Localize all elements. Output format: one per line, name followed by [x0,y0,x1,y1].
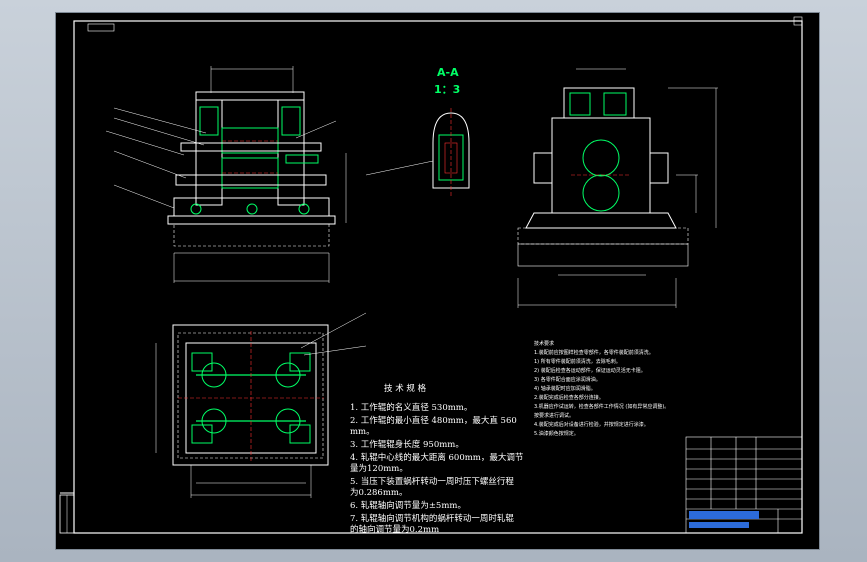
note-line: 1) 所有零件装配前须清洗，去除毛刺。 [534,359,621,365]
tech-requirement-line: 5. 当压下装置蜗杆转动一周时压下螺丝行程 [350,477,514,487]
note-line: 3) 各零件配合面应涂润滑油。 [534,377,601,383]
tech-requirement-line: 6. 轧辊轴向调节量为±5mm。 [350,501,466,511]
note-line: 5.油漆颜色按规定。 [534,431,579,437]
drawing-number-tag [87,23,115,32]
title-block [685,436,803,534]
section-label: A-A [437,66,459,79]
drawing-frame [73,20,803,534]
note-line: 2.装配完成后检查各部分连接。 [534,395,604,401]
tech-requirement-line: 3. 工作辊辊身长度 950mm。 [350,440,464,450]
note-line: 4.装配完成后对设备进行检验，并按规定进行涂漆。 [534,422,649,428]
drawing-canvas [59,16,803,534]
tech-requirement-line: 2. 工作辊的最小直径 480mm，最大直 560 [350,416,517,426]
tech-requirement-line: 4. 轧辊中心线的最大距离 600mm，最大调节 [350,453,524,463]
note-line: 2) 装配后检查各运动部件，保证运动灵活无卡阻。 [534,368,646,374]
note-line: 1.装配前应按图样检查零部件，各零件装配前须清洗。 [534,350,654,356]
side-view [517,68,718,308]
note-line: 3.机器应作试运转，检查各部件工作情况 (如有异常应调整)。 [534,404,670,410]
note-line: 4) 轴承装配时应加润滑脂。 [534,386,596,392]
tech-requirement-line: 的轴向调节量为0.2mm [350,525,440,535]
corner-tag [793,16,803,26]
tech-requirements-heading: 技 术 规 格 [384,384,427,394]
tech-requirement-line: 为0.286mm。 [350,488,408,498]
tech-requirement-line: mm。 [350,427,375,437]
note-line: 技术要求 [534,341,555,347]
tech-requirement-line: 7. 轧辊轴向调节机构的蜗杆转动一周时轧辊 [350,514,514,524]
drawing-sheet: A-A 1：3 技 术 规 格 1. 工作辊的名义直径 530mm。 2. 工作… [56,13,819,549]
tech-requirement-line: 1. 工作辊的名义直径 530mm。 [350,403,473,413]
plan-view [155,312,367,498]
section-a-a-view [365,108,470,198]
section-scale: 1：3 [434,83,461,96]
front-view [105,66,347,283]
tech-requirement-line: 量为120mm。 [350,464,408,474]
note-line: 按要求进行调试。 [534,413,575,419]
